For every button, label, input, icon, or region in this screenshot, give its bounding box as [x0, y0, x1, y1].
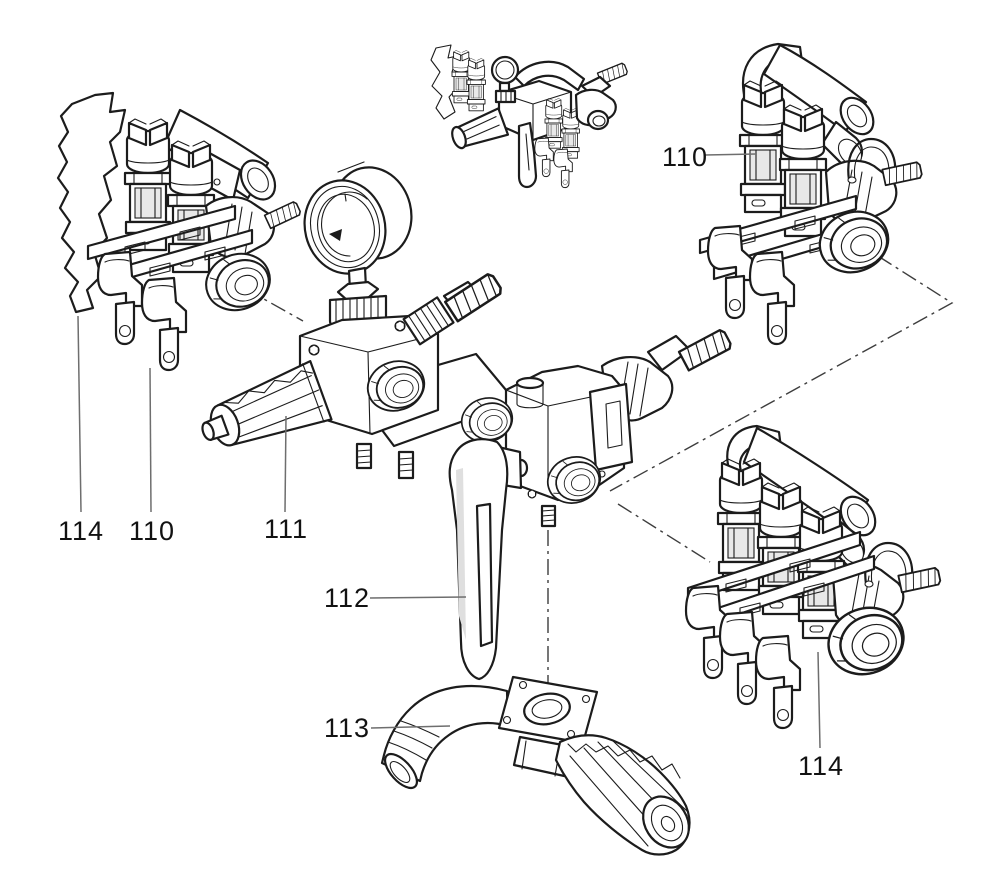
assembled-unit-thumbnail	[430, 44, 629, 189]
callout-112: 112	[324, 583, 370, 613]
drain-stud	[540, 504, 557, 528]
callout-113: 113	[324, 713, 370, 743]
valve-manifold-2way-right	[698, 42, 924, 346]
leader-113	[370, 725, 451, 729]
centerline-right-manifold-to-body	[609, 255, 954, 492]
pressure-regulator-assembly	[201, 161, 518, 480]
part-number-callouts: 114 110 111 112 113 110 114	[58, 142, 844, 781]
leader-110-right	[704, 153, 757, 156]
rail-upper	[86, 204, 237, 261]
knurl-collar	[402, 296, 455, 346]
filter-knob-mini	[451, 107, 510, 150]
filter-knob	[201, 359, 333, 447]
suction-elbow-filter-assembly	[380, 675, 691, 856]
centerline-body-to-lower-manifold	[617, 503, 711, 563]
pressure-gauge	[303, 161, 413, 275]
gauge-needle	[320, 191, 368, 257]
elbow-hose	[380, 684, 510, 783]
callout-110-right: 110	[662, 142, 708, 172]
wire-bail	[847, 137, 897, 182]
leader-110-left	[149, 367, 152, 513]
leader-111	[284, 415, 287, 513]
mounting-plate-left	[56, 91, 127, 314]
filter-bowl	[554, 734, 691, 856]
leader-114-left	[77, 315, 82, 513]
valve-manifold-3way	[684, 424, 942, 730]
leader-114-right	[817, 651, 821, 749]
mounting-studs	[355, 442, 415, 480]
valve-manifold-2way-left	[86, 108, 303, 372]
outlet-barb	[443, 271, 505, 323]
leader-lines	[77, 153, 821, 749]
leader-112	[369, 596, 467, 599]
callout-111: 111	[264, 514, 308, 544]
callout-114-left: 114	[58, 516, 104, 546]
callout-110-left: 110	[129, 516, 175, 546]
control-lever	[448, 438, 529, 681]
callout-114-right: 114	[798, 751, 844, 781]
